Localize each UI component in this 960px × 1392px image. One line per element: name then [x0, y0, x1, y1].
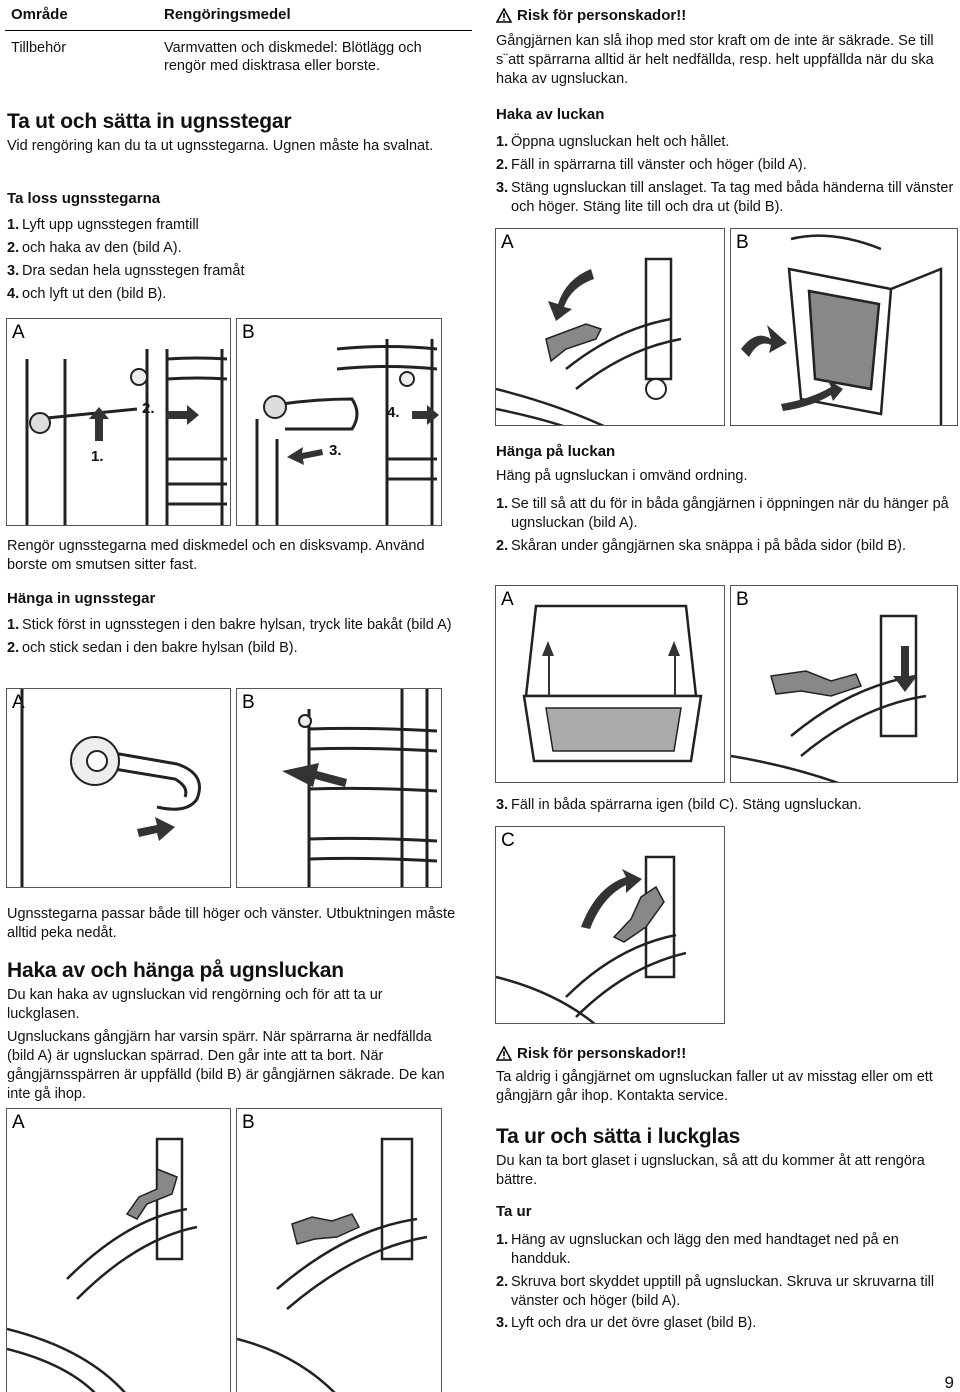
warning-2-text: Ta aldrig i gångjärnet om ugnsluckan fal…	[496, 1069, 933, 1104]
figure-hinge-a: A	[6, 1108, 231, 1392]
step-label-3: 3.	[329, 442, 342, 459]
clean-racks-text: Rengör ugnsstegarna med diskmedel och en…	[7, 538, 425, 573]
figure-remove-rack-b: B 3. 4.	[236, 318, 442, 526]
rehang-steps: 1.Se till så att du för in båda gångjärn…	[496, 495, 956, 560]
door-removal-illustration	[741, 234, 943, 425]
rack-illustration	[255, 339, 439, 525]
unhook-heading: Haka av luckan	[496, 106, 605, 123]
unhook-steps: 1.Öppna ugnsluckan helt och hållet. 2.Fä…	[496, 133, 956, 220]
list-item: 2.Skåran under gångjärnen ska snäppa i p…	[496, 537, 906, 554]
rack-illustration	[20, 689, 201, 887]
figure-label-b: B	[736, 232, 749, 253]
list-item: 2.Fäll in spärrarna till vänster och hög…	[496, 156, 807, 173]
table-header-agent: Rengöringsmedel	[158, 0, 472, 31]
door-hinge-illustration	[731, 614, 927, 782]
list-item: 4.och lyft ut den (bild B).	[7, 285, 167, 302]
table-cell-agent: Varmvatten och diskmedel: Blötlägg och r…	[164, 39, 422, 75]
figure-label-b: B	[736, 589, 749, 610]
hang-racks-heading: Hänga in ugnsstegar	[7, 590, 156, 607]
table-header-area: Område	[5, 0, 158, 31]
step-label-1: 1.	[91, 448, 104, 465]
racks-note: Ugnsstegarna passar både till höger och …	[7, 906, 456, 941]
list-item: 3.Lyft och dra ur det övre glaset (bild …	[496, 1315, 757, 1332]
glass-remove-steps: 1.Häng av ugnsluckan och lägg den med ha…	[496, 1231, 956, 1337]
figure-unhook-a: A	[495, 228, 725, 426]
door-heading: Haka av och hänga på ugnsluckan	[7, 959, 344, 982]
door-p2: Ugnsluckans gångjärn har varsin spärr. N…	[7, 1029, 445, 1102]
list-item: 1.Se till så att du för in båda gångjärn…	[496, 496, 949, 531]
door-hinge-illustration	[496, 257, 682, 425]
warning-2-title: Risk för personskador!!	[496, 1044, 686, 1064]
door-hinge-illustration	[496, 855, 687, 1023]
figure-label-a: A	[501, 232, 514, 253]
glass-intro: Du kan ta bort glaset i ugnsluckan, så a…	[496, 1153, 925, 1188]
remove-racks-heading: Ta loss ugnsstegarna	[7, 190, 161, 207]
rehang-heading: Hänga på luckan	[496, 443, 616, 460]
hinge-illustration	[7, 1137, 198, 1392]
list-item: 2.och haka av den (bild A).	[7, 239, 182, 256]
table-row: Tillbehör Varmvatten och diskmedel: Blöt…	[5, 30, 472, 76]
door-p1: Du kan haka av ugnsluckan vid rengörning…	[7, 987, 383, 1022]
left-column: Område Rengöringsmedel Tillbehör Varmvat…	[5, 0, 475, 76]
figure-rehang-b: B	[730, 585, 958, 783]
step-label-4: 4.	[387, 404, 400, 421]
hang-racks-steps: 1.Stick först in ugnsstegen i den bakre …	[7, 616, 457, 662]
figure-hang-rack-a: A	[6, 688, 231, 888]
table-cell-area: Tillbehör	[11, 39, 67, 56]
figure-remove-rack-a: A 1. 2.	[6, 318, 231, 526]
list-item: 3.Dra sedan hela ugnsstegen framåt	[7, 262, 245, 279]
figure-label-a: A	[501, 589, 514, 610]
door-rehang-illustration	[522, 604, 703, 763]
figure-unhook-b: B	[730, 228, 958, 426]
warning-icon	[496, 8, 512, 23]
warning-1-text: Gångjärnen kan slå ihop med stor kraft o…	[496, 33, 934, 87]
rehang-intro: Häng på ugnsluckan i omvänd ordning.	[496, 468, 748, 484]
figure-label-b: B	[242, 322, 255, 343]
rack-illustration	[25, 349, 228, 525]
step-label-2: 2.	[142, 400, 155, 417]
figure-hang-rack-b: B	[236, 688, 442, 888]
cleaning-table: Område Rengöringsmedel Tillbehör Varmvat…	[5, 0, 472, 76]
hinge-illustration	[237, 1137, 428, 1392]
glass-remove-heading: Ta ur	[496, 1203, 532, 1220]
list-item: 1.Stick först in ugnsstegen i den bakre …	[7, 617, 452, 633]
racks-heading: Ta ut och sätta in ugnsstegar	[7, 110, 292, 133]
rack-illustration	[282, 689, 438, 887]
list-item: 3.Stäng ugnsluckan till anslaget. Ta tag…	[496, 179, 954, 215]
warning-icon	[496, 1046, 512, 1061]
figure-hinge-b: B	[236, 1108, 442, 1392]
warning-1-title: Risk för personskador!!	[496, 6, 686, 26]
remove-racks-steps: 1.Lyft upp ugnsstegen framtill 2.och hak…	[7, 216, 447, 307]
list-item: 2.Skruva bort skyddet upptill på ugnsluc…	[496, 1273, 935, 1309]
figure-lock-c: C	[495, 826, 725, 1024]
figure-label-a: A	[12, 322, 25, 343]
figure-rehang-a: A	[495, 585, 725, 783]
page-number: 9	[944, 1372, 954, 1392]
glass-heading: Ta ur och sätta i luckglas	[496, 1125, 741, 1148]
figure-label-b: B	[242, 1112, 255, 1133]
rehang-step-3: 3.Fäll in båda spärrarna igen (bild C). …	[496, 796, 956, 819]
list-item: 1.Lyft upp ugnsstegen framtill	[7, 217, 199, 233]
list-item: 2.och stick sedan i den bakre hylsan (bi…	[7, 639, 298, 656]
racks-intro: Vid rengöring kan du ta ut ugnsstegarna.…	[7, 138, 434, 154]
figure-label-a: A	[12, 1112, 25, 1133]
list-item: 1.Öppna ugnsluckan helt och hållet.	[496, 134, 730, 150]
list-item: 3.Fäll in båda spärrarna igen (bild C). …	[496, 797, 862, 813]
list-item: 1.Häng av ugnsluckan och lägg den med ha…	[496, 1232, 899, 1267]
figure-label-b: B	[242, 692, 255, 713]
figure-label-c: C	[501, 830, 515, 851]
